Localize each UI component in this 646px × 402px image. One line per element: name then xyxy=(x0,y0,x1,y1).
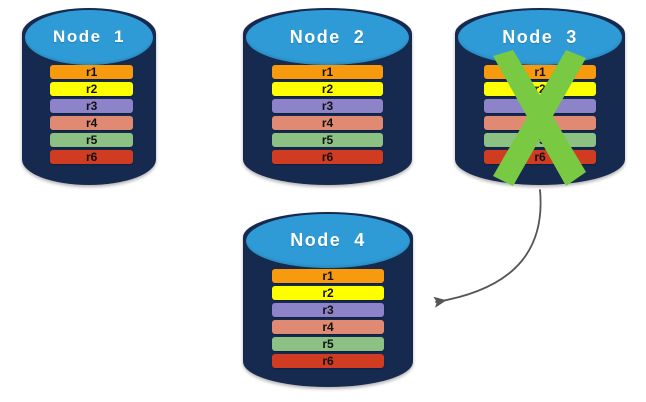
data-row[interactable]: r5 xyxy=(271,337,385,351)
row-stack: r1 r2 r3 r4 r5 r6 xyxy=(483,65,597,164)
data-row[interactable]: r4 xyxy=(50,116,134,130)
row-label: r3 xyxy=(534,99,546,113)
row-label: r2 xyxy=(321,82,334,96)
row-label: r1 xyxy=(322,269,334,283)
row-label: r3 xyxy=(321,99,334,113)
data-row[interactable]: r1 xyxy=(483,65,597,79)
row-label: r4 xyxy=(322,320,334,334)
row-label: r6 xyxy=(534,150,546,164)
data-row[interactable]: r5 xyxy=(483,133,597,147)
row-stack: r1 r2 r3 r4 r5 r6 xyxy=(271,65,384,164)
row-label: r6 xyxy=(85,150,98,164)
data-row[interactable]: r1 xyxy=(271,269,385,283)
cylinder-top-ellipse xyxy=(458,10,622,65)
data-row[interactable]: r2 xyxy=(483,82,597,96)
row-label: r2 xyxy=(534,82,546,96)
node-2[interactable]: Node 2 r1 r2 r3 r4 r5 r6 xyxy=(243,8,412,185)
data-row[interactable]: r2 xyxy=(271,286,385,300)
data-row[interactable]: r4 xyxy=(483,116,597,130)
data-row[interactable]: r6 xyxy=(271,354,385,368)
row-label: r2 xyxy=(85,82,98,96)
data-row[interactable]: r4 xyxy=(271,320,385,334)
row-label: r5 xyxy=(322,337,334,351)
row-label: r1 xyxy=(321,65,334,79)
cylinder-top-ellipse xyxy=(24,10,154,65)
cylinder-top-ellipse xyxy=(246,10,409,65)
row-label: r6 xyxy=(321,150,334,164)
data-row[interactable]: r6 xyxy=(50,150,134,164)
row-label: r5 xyxy=(321,133,334,147)
row-label: r4 xyxy=(534,116,546,130)
data-row[interactable]: r5 xyxy=(271,133,384,147)
arrow-curve xyxy=(433,189,542,308)
data-row[interactable]: r3 xyxy=(271,99,384,113)
row-label: r4 xyxy=(85,116,98,130)
data-row[interactable]: r4 xyxy=(271,116,384,130)
row-label: r1 xyxy=(534,65,546,79)
row-label: r6 xyxy=(322,354,334,368)
row-label: r1 xyxy=(85,65,98,79)
data-row[interactable]: r1 xyxy=(50,65,134,79)
row-label: r3 xyxy=(85,99,98,113)
cylinder-top-ellipse xyxy=(246,214,410,269)
row-label: r5 xyxy=(85,133,98,147)
row-label: r4 xyxy=(321,116,334,130)
row-stack: r1 r2 r3 r4 r5 r6 xyxy=(50,65,134,164)
data-row[interactable]: r2 xyxy=(271,82,384,96)
data-row[interactable]: r3 xyxy=(50,99,134,113)
data-row[interactable]: r5 xyxy=(50,133,134,147)
data-row[interactable]: r6 xyxy=(483,150,597,164)
data-row[interactable]: r3 xyxy=(271,303,385,317)
row-label: r3 xyxy=(322,303,334,317)
data-row[interactable]: r2 xyxy=(50,82,134,96)
data-row[interactable]: r3 xyxy=(483,99,597,113)
node-4[interactable]: Node 4 r1 r2 r3 r4 r5 r6 xyxy=(243,212,413,387)
data-row[interactable]: r6 xyxy=(271,150,384,164)
node-1[interactable]: Node 1 r1 r2 r3 r4 r5 r6 xyxy=(22,8,156,185)
row-label: r2 xyxy=(322,286,334,300)
node-3[interactable]: Node 3 r1 r2 r3 r4 r5 r6 xyxy=(455,8,625,185)
data-row[interactable]: r1 xyxy=(271,65,384,79)
row-label: r5 xyxy=(534,133,546,147)
row-stack: r1 r2 r3 r4 r5 r6 xyxy=(271,269,385,368)
